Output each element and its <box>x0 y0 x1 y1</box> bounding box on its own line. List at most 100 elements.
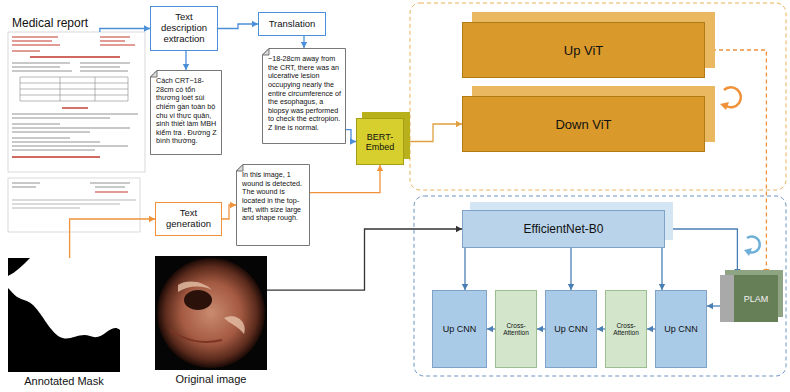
connector <box>462 248 468 290</box>
arrowhead <box>183 64 189 70</box>
node-label: In this image, 1 wound is detected. The … <box>242 171 306 223</box>
node-label: Translation <box>262 19 322 30</box>
report-page <box>8 32 145 172</box>
connector <box>70 216 155 258</box>
report-sign-line <box>95 191 128 192</box>
arrowhead <box>707 303 713 309</box>
node-label: Up CNN <box>658 324 704 334</box>
node-label: Down ViT <box>466 117 701 132</box>
node-label: Up ViT <box>466 43 701 58</box>
process-box: Text generation <box>155 202 222 236</box>
connector-line <box>705 50 766 275</box>
node-label: BERT-Embed <box>359 132 401 152</box>
connector-line <box>70 219 155 258</box>
node-label: Cross-Attention <box>607 322 645 337</box>
plam-block: PLAM <box>720 275 778 322</box>
note-box: In this image, 1 wound is detected. The … <box>236 164 310 246</box>
connector <box>647 326 655 332</box>
node-label: Cách CRT~18-28cm có tổn thương loét sùi … <box>156 77 218 146</box>
vit-region <box>410 3 786 190</box>
arrowhead <box>647 326 653 332</box>
note-box: Cách CRT~18-28cm có tổn thương loét sùi … <box>150 70 222 155</box>
connector <box>487 326 495 332</box>
report-text-lines <box>12 114 138 150</box>
connector-line <box>665 229 737 275</box>
vit-block: Down ViT <box>462 96 705 152</box>
node-label: Up CNN <box>435 324 484 334</box>
report-conclusion-line <box>12 156 100 157</box>
process-box: Translation <box>258 12 326 36</box>
report-text-lines <box>12 200 136 208</box>
connector <box>537 326 545 332</box>
node-label: Text description extraction <box>154 12 214 45</box>
report-table <box>20 77 128 101</box>
report-text-lines <box>12 183 130 187</box>
mucosa-highlight <box>178 281 245 334</box>
connector-line <box>100 29 150 33</box>
loop-icon-head <box>720 102 729 110</box>
lesion-fold <box>170 330 222 342</box>
mask-image: Annotated Mask <box>8 258 120 372</box>
endoscopy-frame <box>155 256 267 370</box>
document-image: Medical report <box>8 32 145 172</box>
connector <box>310 165 383 193</box>
embedding-block: BERT-Embed <box>356 118 404 165</box>
connector <box>100 25 150 32</box>
connector-line <box>310 165 380 193</box>
connector <box>665 229 741 275</box>
connector <box>707 303 720 309</box>
node-label: Text generation <box>159 208 218 230</box>
connector <box>404 121 462 142</box>
loop-icon-head <box>744 248 752 256</box>
note-outline <box>151 71 222 155</box>
arrowhead <box>487 326 493 332</box>
connector <box>222 202 236 219</box>
report-title-line <box>30 56 120 58</box>
node-label: EfficientNet-B0 <box>466 222 661 236</box>
endoscopy-image: Original image <box>155 256 267 370</box>
connector <box>301 36 307 48</box>
node-label: Cross-Attention <box>497 322 535 337</box>
report-page <box>8 178 140 232</box>
image-heading: Medical report <box>12 16 88 30</box>
connector <box>183 51 189 70</box>
arrowhead <box>377 165 383 171</box>
decoder-block: Up CNN <box>655 290 707 368</box>
cnn-region <box>414 196 786 376</box>
decoder-block: Up CNN <box>545 290 597 368</box>
report-text-lines <box>12 63 130 71</box>
arrowhead <box>597 326 603 332</box>
esophagus-lumen <box>184 290 212 310</box>
connector <box>346 130 356 145</box>
backbone-block: EfficientNet-B0 <box>462 210 665 248</box>
node-label: ~18-28cm away from the CRT, there was an… <box>268 55 342 133</box>
attention-block: Cross-Attention <box>495 290 537 368</box>
connector-line <box>404 124 462 142</box>
note-outline <box>237 165 310 246</box>
connector-line <box>222 205 236 219</box>
node-label: PLAM <box>736 294 776 304</box>
connector <box>568 248 574 290</box>
report-result-heading <box>62 107 88 108</box>
attention-block: Cross-Attention <box>605 290 647 368</box>
decoder-block: Up CNN <box>432 290 487 368</box>
image-heading: Original image <box>176 373 247 385</box>
mask-background <box>8 258 120 372</box>
note-box: ~18-28cm away from the CRT, there was an… <box>262 48 346 144</box>
arrowhead <box>537 326 543 332</box>
vit-block: Up ViT <box>462 22 705 78</box>
process-box: Text description extraction <box>150 6 218 51</box>
connector <box>218 21 258 29</box>
note-outline <box>263 49 346 144</box>
node-label: Up CNN <box>548 324 594 334</box>
image-heading: Annotated Mask <box>24 375 104 387</box>
report-header-lines <box>12 37 135 51</box>
connector <box>659 248 665 290</box>
connector-line <box>464 248 465 290</box>
connector-line <box>661 248 662 290</box>
mask-region <box>8 258 120 338</box>
connector <box>597 326 605 332</box>
endoscopy-view <box>157 258 265 368</box>
arrowhead <box>301 42 307 48</box>
